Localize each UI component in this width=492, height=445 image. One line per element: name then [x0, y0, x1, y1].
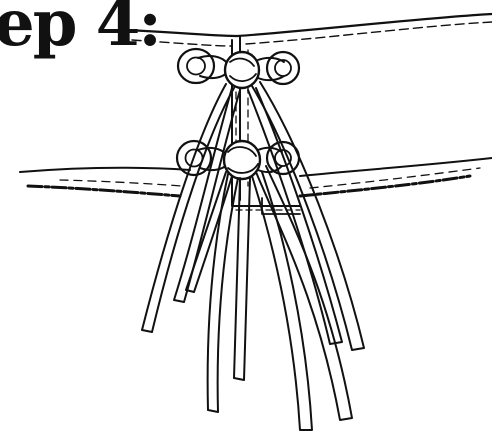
- step-heading: ep 4:: [0, 0, 160, 56]
- cord-7: [252, 82, 364, 350]
- waistband-left-top-edge: [20, 168, 190, 172]
- cord-4: [234, 178, 250, 380]
- hanging-cords: [142, 82, 364, 430]
- cord-6: [256, 166, 352, 420]
- cord-2: [174, 88, 240, 302]
- waistband-left-stitch: [60, 180, 182, 186]
- upper-knot: [225, 52, 259, 88]
- upper-tie-knot-group: [178, 49, 299, 88]
- waistband-right-top-edge: [300, 158, 492, 176]
- cord-8: [248, 88, 342, 344]
- lower-tie-knot-group: [177, 141, 299, 179]
- waistband-left-bottom-edge: [28, 186, 180, 196]
- upper-left-grommet-inner: [187, 58, 205, 75]
- upper-band: [128, 14, 492, 200]
- upper-band-top-edge: [128, 14, 492, 36]
